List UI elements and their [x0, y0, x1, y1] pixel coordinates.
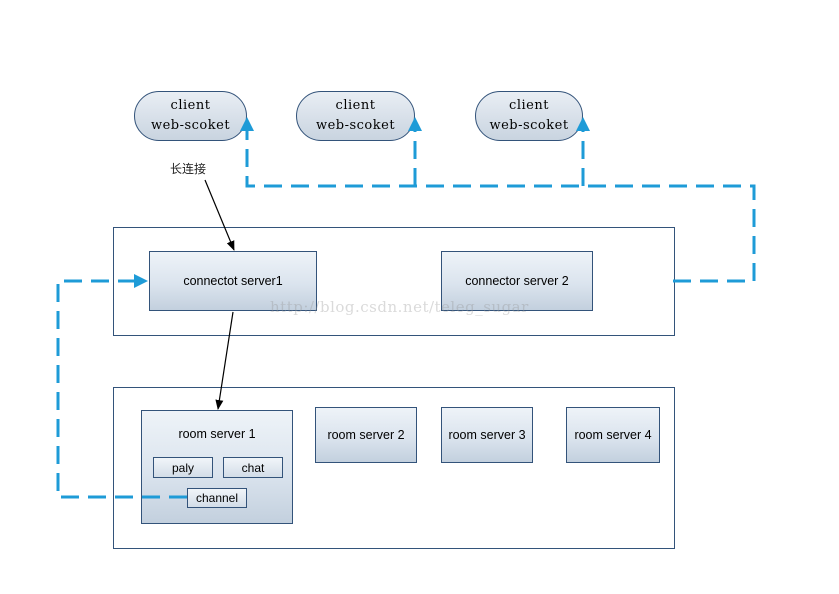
push-path-clients [245, 125, 756, 283]
watermark: http://blog.csdn.net/teleg_sugar [270, 298, 529, 316]
client-arrowheads [240, 117, 590, 131]
client-label: client [335, 98, 376, 113]
client-label: client [170, 98, 211, 113]
arrowhead-client-2 [408, 117, 422, 131]
room-server-4: room server 4 [566, 407, 660, 463]
arrowhead-connector-1 [134, 274, 148, 288]
long-connection-label: 长连接 [170, 162, 207, 176]
room-server-1-label: room server 1 [178, 427, 256, 441]
client-node-1: client web-scoket [134, 91, 247, 141]
client-node-2: client web-scoket [296, 91, 415, 141]
arrowhead-client-3 [576, 117, 590, 131]
connector-server-2: connector server 2 [441, 251, 593, 311]
room-server-2: room server 2 [315, 407, 417, 463]
client-label: client [509, 98, 549, 113]
chat-module: chat [223, 457, 283, 478]
client-to-connector-arrow [204, 179, 235, 251]
connector-to-room-arrow [215, 311, 234, 410]
client-protocol: web-scoket [315, 118, 396, 133]
push-path-channel [56, 279, 187, 499]
client-protocol: web-scoket [489, 118, 569, 133]
client-protocol: web-scoket [150, 118, 231, 133]
arrowhead-client-1 [240, 117, 254, 131]
channel-module: channel [187, 488, 247, 508]
room-server-3: room server 3 [441, 407, 533, 463]
play-module: paly [153, 457, 213, 478]
connector-server-1: connectot server1 [149, 251, 317, 311]
client-node-3: client web-scoket [475, 91, 583, 141]
